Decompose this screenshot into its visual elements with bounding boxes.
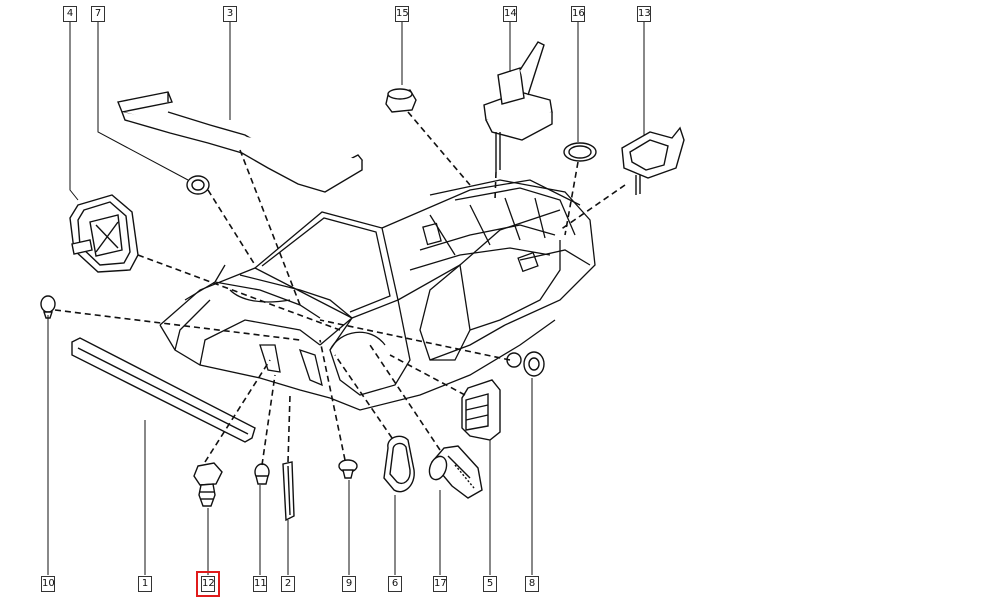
callout-12-highlighted: 12	[196, 571, 220, 597]
part-16-ring	[563, 142, 597, 162]
part-8-plugs	[506, 351, 545, 377]
part-1-front-strip	[71, 337, 256, 443]
part-4-grommet	[69, 194, 139, 273]
callout-5: 5	[483, 576, 497, 592]
callout-2: 2	[281, 576, 295, 592]
part-13-mount	[621, 126, 685, 195]
callout-7: 7	[91, 6, 105, 22]
part-11-clip	[254, 463, 270, 485]
part-6-grommet	[383, 435, 415, 493]
part-2-strip	[282, 461, 295, 522]
callout-10: 10	[41, 576, 55, 592]
callout-6: 6	[388, 576, 402, 592]
callout-1: 1	[138, 576, 152, 592]
callout-4: 4	[63, 6, 77, 22]
callout-16: 16	[571, 6, 585, 22]
part-9-clip	[338, 459, 358, 479]
part-7-plug	[186, 175, 210, 195]
installation-leaders	[54, 111, 626, 466]
callout-8: 8	[525, 576, 539, 592]
part-15-cap	[385, 88, 417, 113]
callout-13: 13	[637, 6, 651, 22]
callout-14: 14	[503, 6, 517, 22]
part-10-plug	[40, 295, 56, 319]
callout-9: 9	[342, 576, 356, 592]
callout-15: 15	[395, 6, 409, 22]
callout-stems	[47, 20, 645, 575]
callout-11: 11	[253, 576, 267, 592]
callout-3: 3	[223, 6, 237, 22]
car-body-shell	[159, 179, 596, 411]
part-12-clip	[193, 462, 223, 507]
callout-17: 17	[433, 576, 447, 592]
part-5-duct	[461, 379, 501, 441]
part-3-windshield-seal	[117, 91, 364, 193]
part-17-boot	[428, 445, 483, 499]
part-14-mount	[483, 41, 553, 172]
